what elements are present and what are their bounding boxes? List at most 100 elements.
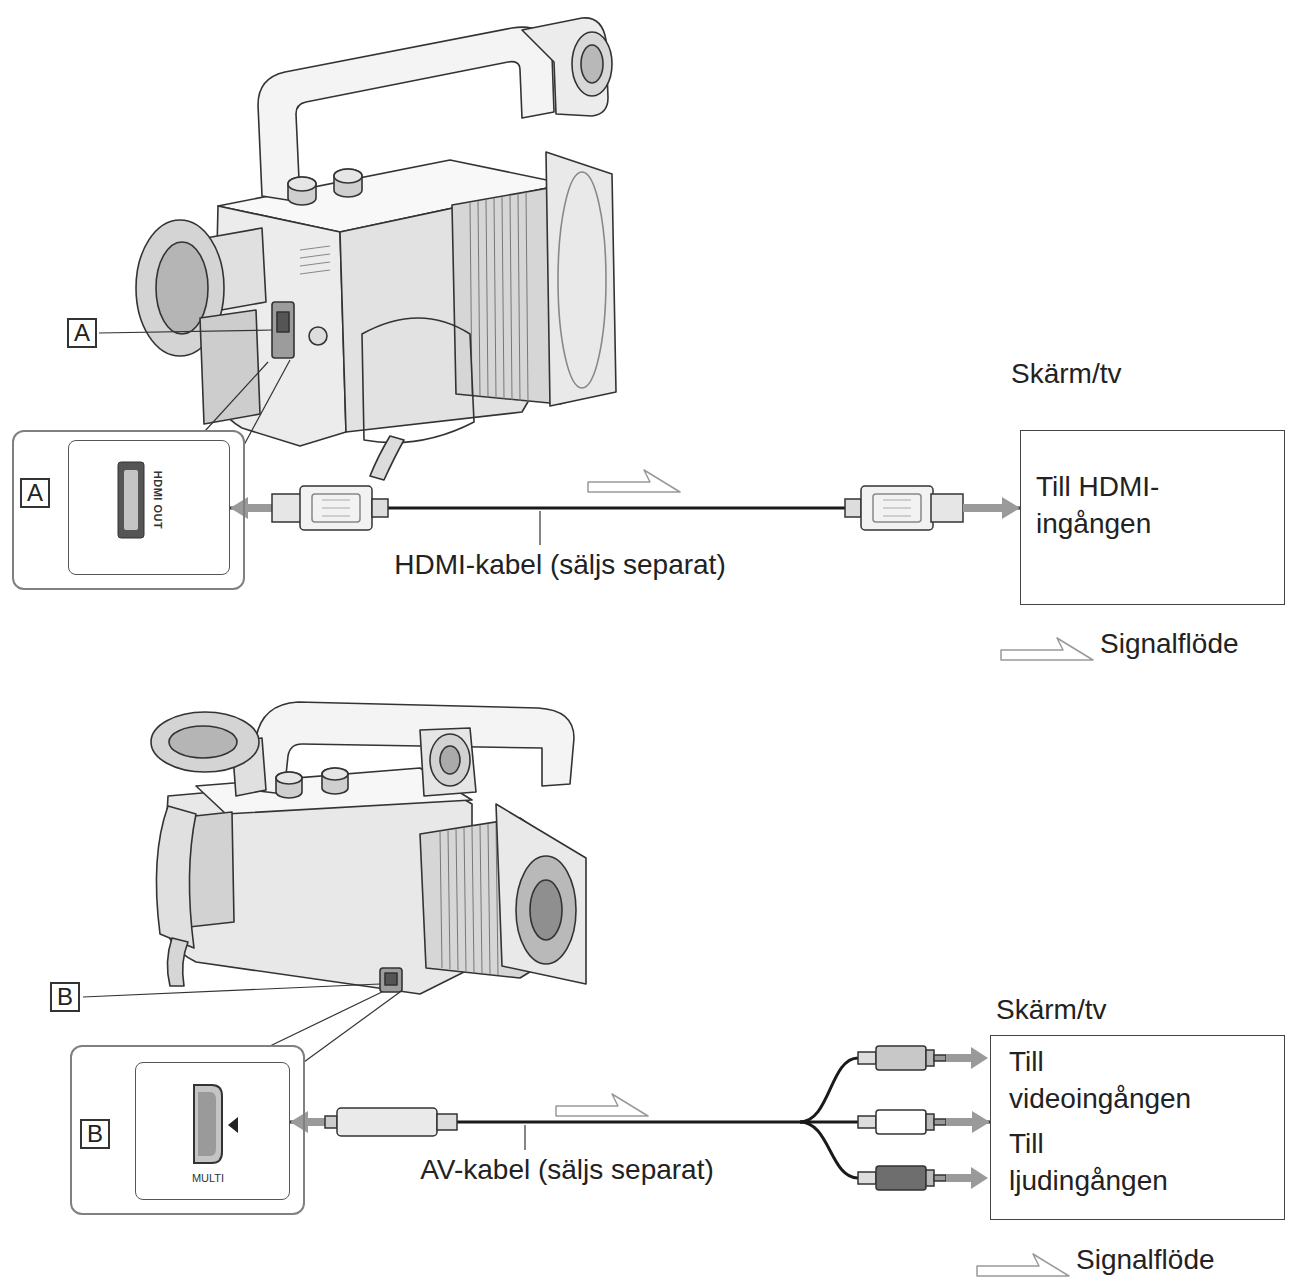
leader-line bbox=[304, 992, 400, 1062]
speaker-grille bbox=[300, 246, 330, 274]
control-knob-top bbox=[334, 169, 362, 183]
lens-glass bbox=[516, 856, 576, 964]
port-name: HDMI OUT bbox=[152, 471, 164, 529]
multi-port-slot bbox=[198, 1092, 216, 1156]
port-name: MULTI bbox=[192, 1172, 224, 1184]
port-opening bbox=[277, 312, 289, 332]
lens-glass-inner bbox=[530, 880, 562, 940]
plug-strain-relief bbox=[845, 499, 861, 517]
rca-ring bbox=[926, 1170, 934, 1186]
cable-branch bbox=[800, 1122, 858, 1178]
ports bbox=[118, 462, 238, 1163]
legend-swatch bbox=[976, 1253, 1070, 1279]
control-knob-top bbox=[288, 177, 316, 191]
plug-logo-mark bbox=[322, 500, 350, 516]
screen-box: Skärm/tvTill HDMI- ingången bbox=[1020, 430, 1285, 605]
insert-arrow-head bbox=[971, 1047, 988, 1069]
microphone-grille bbox=[581, 45, 603, 83]
plug-tip bbox=[931, 494, 963, 522]
label-tick bbox=[524, 1125, 525, 1150]
plug-tip bbox=[272, 494, 302, 522]
plug-housing bbox=[861, 486, 933, 530]
camcorder-rear-view bbox=[136, 18, 616, 480]
rca-body bbox=[876, 1046, 926, 1070]
hdmi-port-slot bbox=[124, 470, 138, 530]
insert-arrow-shaft bbox=[946, 1174, 974, 1182]
multi-port bbox=[194, 1085, 222, 1163]
rca-pin bbox=[934, 1055, 946, 1061]
signal-flow-arrow bbox=[1001, 638, 1093, 660]
leader-line bbox=[244, 360, 290, 445]
insert-arrow-shaft bbox=[946, 1054, 974, 1062]
handle bbox=[250, 702, 574, 794]
av-cable-plugs bbox=[306, 1046, 988, 1190]
plug-strain-relief bbox=[372, 499, 388, 517]
control-knob bbox=[334, 169, 362, 197]
callout-letter: B bbox=[50, 982, 80, 1012]
focus-ring bbox=[470, 192, 528, 402]
control-knob-top bbox=[322, 768, 348, 780]
insert-arrow-head bbox=[971, 1167, 988, 1189]
plug-logo-mark bbox=[883, 500, 911, 516]
control-knob bbox=[322, 768, 348, 794]
plug-logo-frame bbox=[312, 494, 360, 522]
rca-body bbox=[876, 1110, 926, 1134]
plug-housing bbox=[300, 486, 372, 530]
control-knob bbox=[276, 772, 302, 798]
port-panel: MULTI bbox=[135, 1062, 290, 1200]
control-dial bbox=[309, 327, 327, 345]
port-cover bbox=[272, 302, 294, 358]
leader-line bbox=[83, 984, 380, 997]
legend-swatch bbox=[1000, 637, 1094, 663]
inset-panel: AHDMI OUT bbox=[12, 430, 245, 590]
lens-hood bbox=[546, 152, 616, 406]
legend-text: Signalflöde bbox=[1076, 1243, 1215, 1277]
screen-box: Skärm/tvTill videoingångenTill ljudingån… bbox=[990, 1035, 1285, 1220]
hood-rim bbox=[558, 172, 606, 388]
legend-text: Signalflöde bbox=[1100, 627, 1239, 661]
legend-entry: Signalflöde bbox=[1000, 627, 1239, 661]
grip-belt-tail bbox=[370, 436, 404, 480]
eyecup-inner bbox=[169, 726, 237, 758]
mic-holder bbox=[420, 728, 476, 796]
handle bbox=[258, 27, 554, 202]
box-heading: Skärm/tv bbox=[1011, 357, 1121, 391]
rca-strain-relief bbox=[858, 1116, 876, 1128]
microphone-grille bbox=[440, 746, 460, 774]
lens-hood bbox=[496, 804, 586, 984]
callout-letter: B bbox=[80, 1119, 110, 1149]
leader-lines bbox=[83, 330, 540, 1150]
focus-ring bbox=[440, 823, 498, 975]
insert-arrow-shaft bbox=[946, 1118, 974, 1126]
callout-letter: A bbox=[67, 318, 97, 348]
port-cover bbox=[380, 968, 402, 992]
rca-strain-relief bbox=[858, 1172, 876, 1184]
insert-arrow-shaft bbox=[963, 504, 1004, 512]
plug-housing bbox=[337, 1108, 437, 1136]
grip-belt bbox=[362, 318, 474, 443]
rca-ring bbox=[926, 1050, 934, 1066]
cable-branch bbox=[800, 1058, 858, 1122]
rca-pin bbox=[934, 1175, 946, 1181]
plug-tip bbox=[325, 1116, 337, 1128]
control-knob-top bbox=[276, 772, 302, 784]
plug-logo-frame bbox=[873, 494, 921, 522]
box-text: Till ljudingången bbox=[1009, 1126, 1199, 1200]
rca-strain-relief bbox=[858, 1052, 876, 1064]
microphone bbox=[572, 32, 612, 96]
rca-body bbox=[876, 1166, 926, 1190]
cable-label: AV-kabel (säljs separat) bbox=[416, 1153, 718, 1187]
insert-arrow-shaft bbox=[246, 504, 272, 512]
microphone bbox=[430, 734, 470, 786]
port-panel: HDMI OUT bbox=[68, 440, 230, 575]
lcd-panel bbox=[200, 310, 260, 424]
legend-entry: Signalflöde bbox=[976, 1243, 1215, 1277]
insert-arrow-shaft bbox=[306, 1118, 325, 1126]
signal-flow-arrow bbox=[556, 1094, 648, 1116]
leader-line bbox=[99, 330, 272, 333]
signal-flow-arrow bbox=[977, 1254, 1069, 1276]
inset-panel: B MULTI bbox=[70, 1045, 305, 1215]
box-text: Till videoingången bbox=[1009, 1044, 1199, 1118]
